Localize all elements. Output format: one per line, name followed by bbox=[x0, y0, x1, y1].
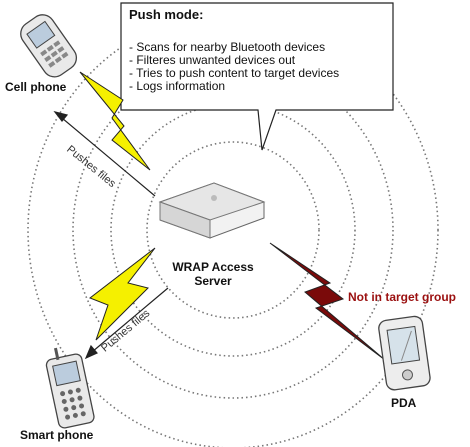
pda-icon bbox=[378, 315, 431, 390]
not-in-target-group-label: Not in target group bbox=[348, 290, 456, 304]
server-label-line1: WRAP Access bbox=[168, 260, 258, 274]
cell-phone-icon bbox=[16, 10, 81, 81]
pda-label: PDA bbox=[391, 396, 416, 410]
cell-phone-label: Cell phone bbox=[5, 80, 66, 94]
access-server-icon bbox=[160, 183, 264, 238]
push-mode-callout: Push mode: - Scans for nearby Bluetooth … bbox=[121, 3, 393, 110]
smart-phone-label: Smart phone bbox=[20, 428, 93, 442]
callout-list: - Scans for nearby Bluetooth devices - F… bbox=[129, 41, 339, 93]
server-label: WRAP Access Server bbox=[168, 260, 258, 288]
callout-item: - Logs information bbox=[129, 80, 339, 93]
server-label-line2: Server bbox=[168, 274, 258, 288]
callout-title: Push mode: bbox=[129, 8, 203, 21]
